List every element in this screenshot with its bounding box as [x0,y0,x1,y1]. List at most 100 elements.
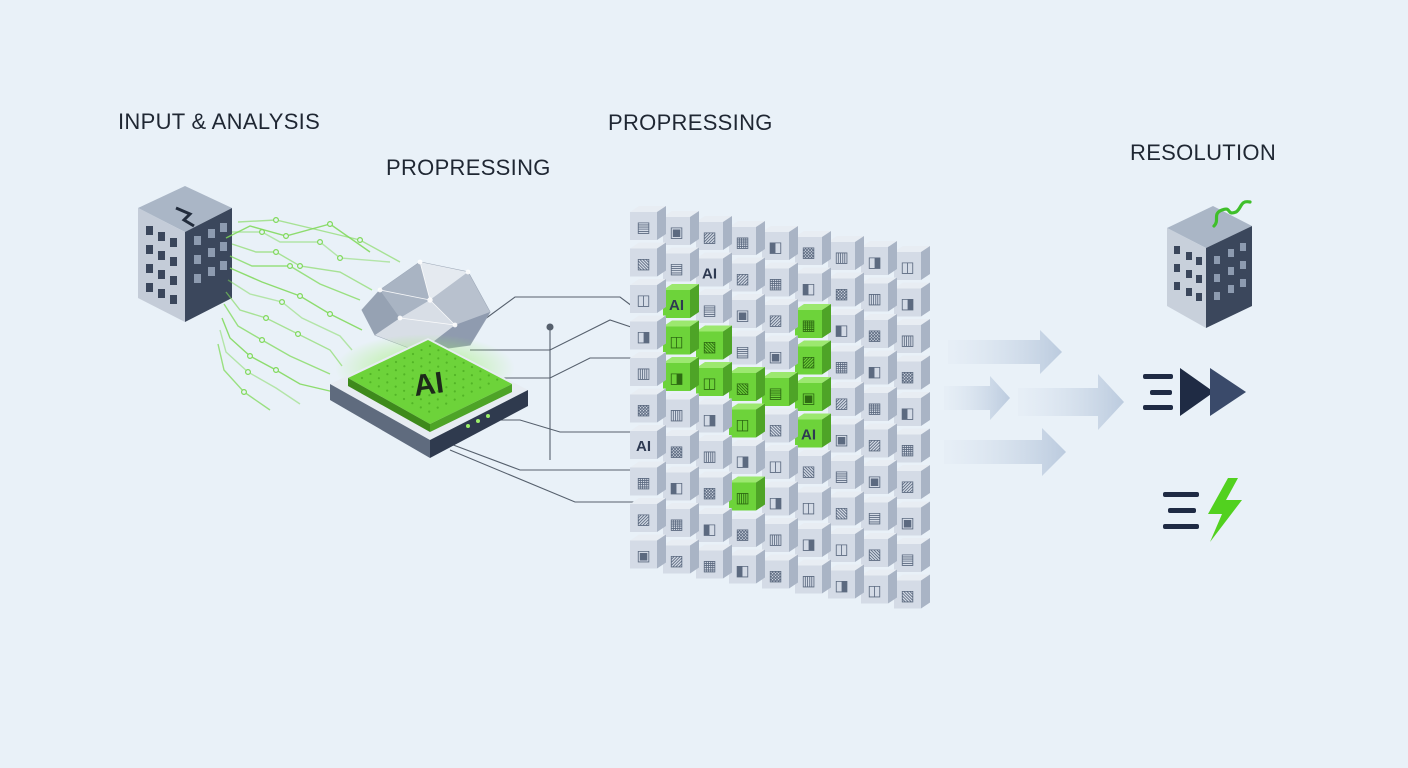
data-tile: ▩ [828,272,864,307]
data-tile: ▥ [630,352,666,386]
data-tile: ▨ [828,382,864,416]
data-tile: ▤ [663,247,699,282]
data-tile-icon: ◧ [702,520,716,538]
data-tile-icon: ▩ [768,567,782,585]
data-tile-icon: ▤ [669,260,683,278]
fast-forward-icon [1143,368,1246,416]
chip-label: AI [412,366,446,403]
data-tile: ◧ [828,309,864,343]
data-tile-icon: ▧ [702,338,716,356]
data-tile: ▨ [762,299,798,333]
arrow-right-icon [944,428,1066,476]
data-tile-icon: ▥ [702,447,716,465]
data-tile: ▦ [663,503,699,537]
data-tile: ▥ [696,435,732,469]
repaired-building-icon [1167,200,1252,328]
data-tile: ▨ [861,423,897,458]
data-tile-icon: ◨ [735,452,749,470]
data-tile: ▥ [861,277,897,312]
data-tile-icon: ▧ [801,462,815,480]
data-tile-icon: ▥ [768,530,782,548]
data-tile: ▩ [762,554,798,589]
data-tile: ◨ [795,523,831,557]
data-tile: ▦ [894,428,930,463]
data-tile-active: ◫ [663,320,699,355]
data-tile-icon: ▧ [834,504,848,522]
data-tile-icon: ▤ [735,343,749,361]
stage-label-input: INPUT & ANALYSIS [118,109,321,134]
data-tile-icon: ▩ [900,368,914,386]
data-tile-icon: ◧ [900,404,914,422]
data-tile-icon: ▦ [834,358,848,376]
data-tile: ▩ [630,388,666,423]
data-tile: ▦ [729,221,765,255]
data-tile-icon: ◫ [834,540,848,558]
data-tile-icon: ▧ [867,545,881,563]
data-tile-icon: ▣ [768,348,782,366]
tile-ai-label: AI [669,297,684,314]
data-tile: ▨ [894,465,930,499]
data-tile-icon: ▧ [900,587,914,605]
data-tile-active: ◫ [729,403,765,438]
data-tile-wall: ◫◨▥▩◧▦▨▣▤▧◨▥▩◧▦▨▣▤▧◫▥▩◧▦▨▣▤▧◫◨▩◧▦▨▣AI▧◫◨… [630,206,930,609]
arrow-right-icon [1018,374,1124,430]
data-tile: ▨ [663,539,699,574]
data-tile: ◨ [729,440,765,474]
data-tile: ▩ [795,231,831,265]
data-tile-icon: ▤ [900,550,914,568]
data-tile: ▩ [729,513,765,547]
data-tile-icon: ◫ [801,499,815,517]
data-tile: ▧ [630,242,666,277]
data-tile-icon: ◫ [768,457,782,475]
flow-arrows [944,330,1124,476]
data-tile-icon: ◫ [669,333,683,351]
data-tile-icon: ▦ [669,515,683,533]
data-tile-icon: ▧ [735,379,749,397]
data-tile: ▥ [762,518,798,552]
data-tile: ▧ [894,574,930,609]
data-tile-active: AI [795,413,831,448]
data-tile-icon: ▦ [702,557,716,575]
data-tile-icon: ▤ [768,384,782,402]
data-tile: ◧ [795,267,831,302]
data-tile-icon: ▨ [900,477,914,495]
data-tile-icon: ▨ [801,353,815,371]
data-tile: ▥ [828,236,864,270]
data-tile: ◫ [630,279,666,313]
data-tile: ▣ [762,335,798,370]
data-tile-icon: ▥ [801,572,815,590]
data-tile: ▦ [696,544,732,579]
data-tile-icon: ▦ [867,399,881,417]
data-tile-icon: ▨ [867,436,881,454]
data-tile: ▨ [630,498,666,532]
data-tile-icon: ▣ [900,514,914,532]
data-tile-icon: ◨ [801,535,815,553]
data-tile: ◨ [696,398,732,433]
data-tile-icon: ▨ [702,228,716,246]
data-tile-active: ▨ [795,340,831,375]
data-tile-icon: ▣ [834,431,848,449]
data-tile: AI [630,425,666,459]
data-tile: ▩ [696,471,732,506]
data-tile: ▦ [828,345,864,380]
broken-building-icon [138,186,232,322]
ai-chip-icon: AI [330,338,528,458]
circuit-traces [217,217,401,411]
data-tile-icon: ▦ [735,233,749,251]
tile-ai-label: AI [636,438,651,455]
data-tile-icon: ▣ [669,223,683,241]
data-tile: ▤ [894,538,930,572]
data-tile: ▥ [663,393,699,428]
data-tile-icon: ▩ [735,525,749,543]
data-tile-icon: ▦ [636,474,650,492]
data-tile-icon: ◨ [867,253,881,271]
data-tile: ▧ [795,450,831,484]
data-tile: ▤ [630,206,666,240]
data-tile-icon: ▥ [735,489,749,507]
data-tile-icon: ◨ [768,494,782,512]
data-tile-icon: ▩ [636,401,650,419]
data-tile-icon: ▨ [834,394,848,412]
tile-ai-label: AI [801,427,816,444]
data-tile: ▤ [828,455,864,489]
data-tile-icon: ▦ [900,441,914,459]
